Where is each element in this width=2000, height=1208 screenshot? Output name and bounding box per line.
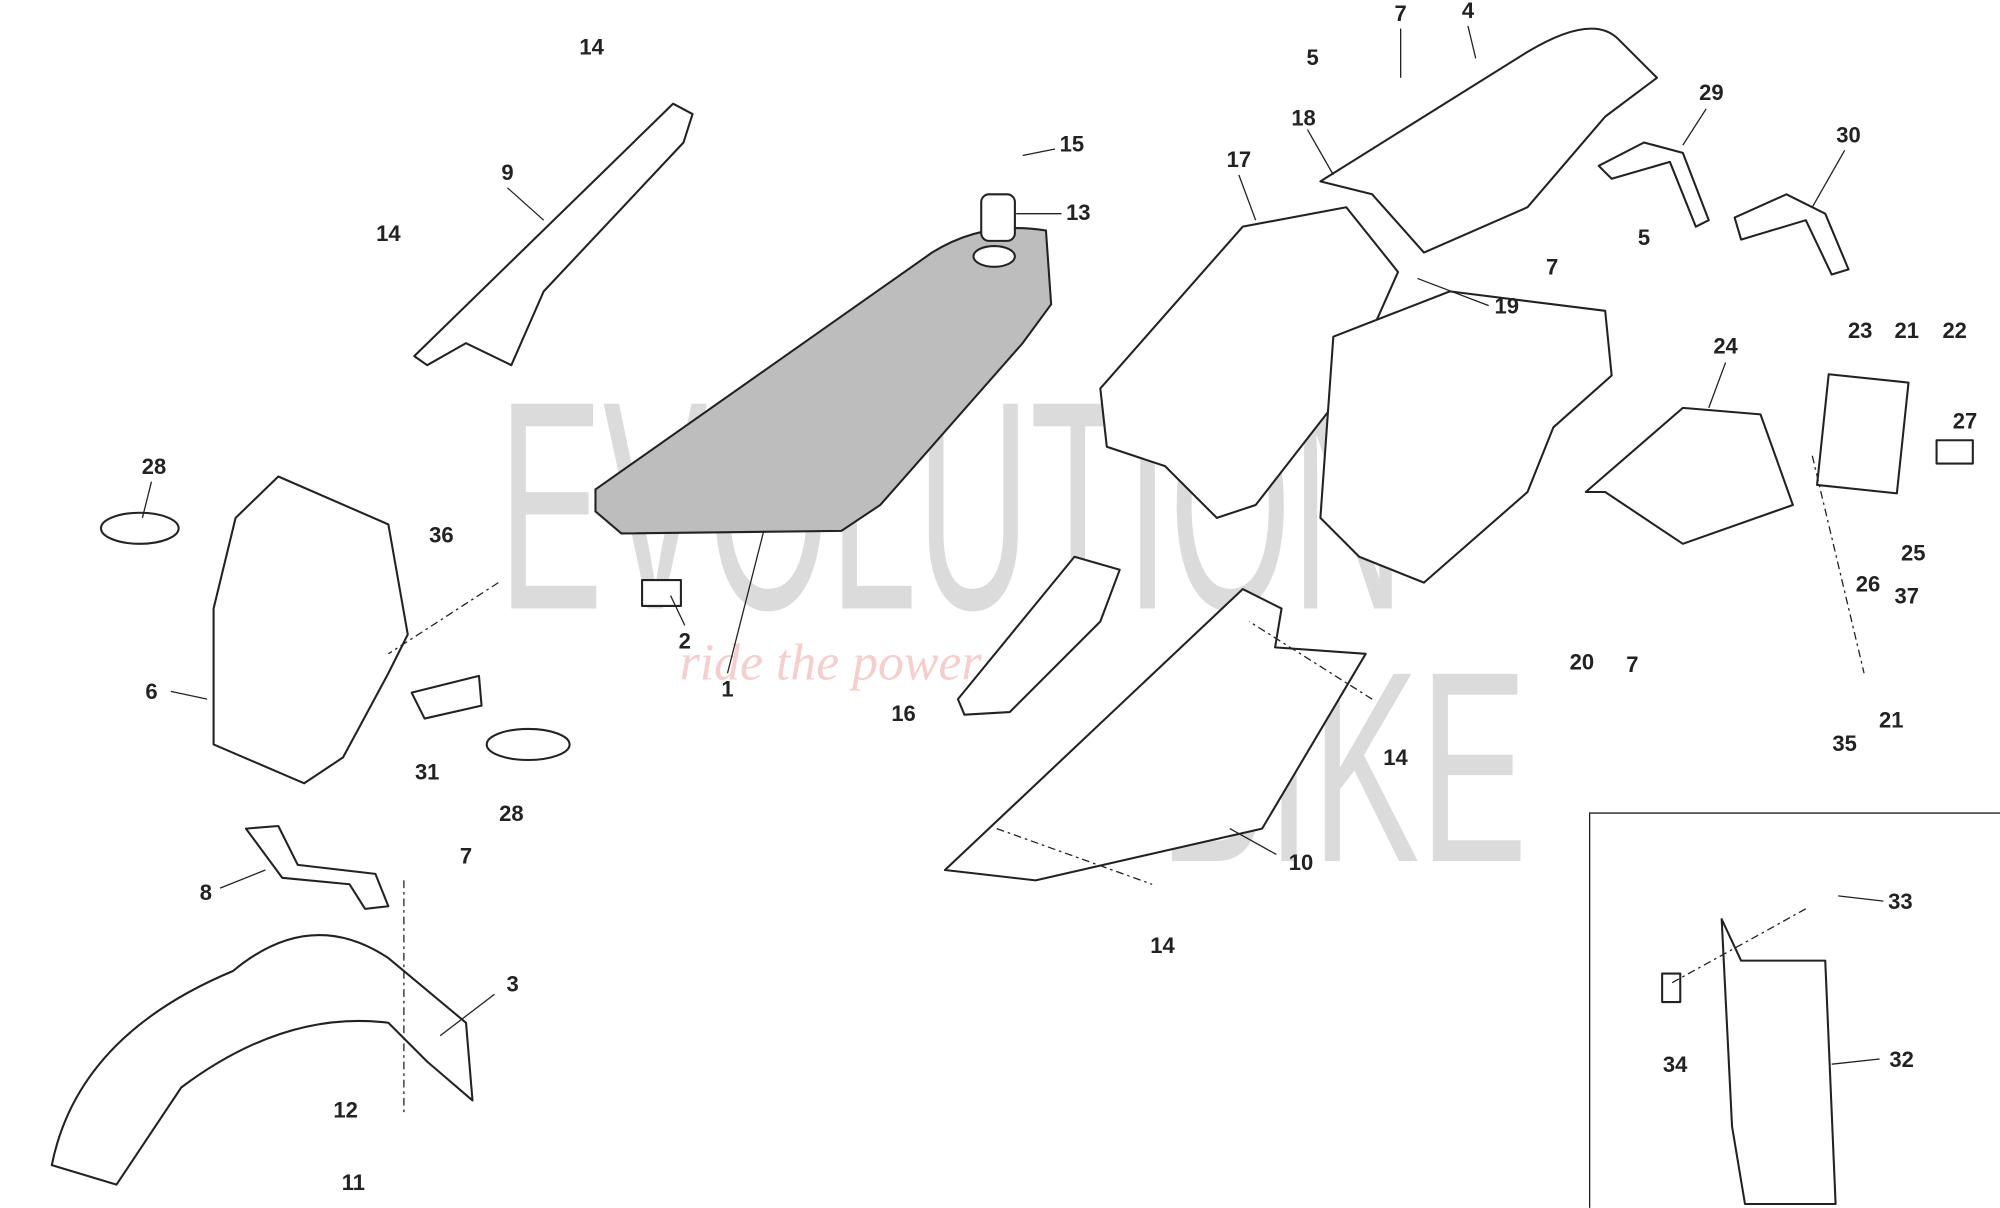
part-13-lock [980,193,1016,242]
callout: 15 [1060,132,1084,157]
callout: 37 [1895,583,1919,608]
part-2-pad [641,579,682,607]
callout: 10 [1289,850,1313,875]
inset-frame [1588,812,2000,1208]
callout: 5 [1638,225,1650,250]
part-8-bracket [244,824,390,910]
callout: 6 [145,679,157,704]
callout: 8 [200,880,212,905]
callout: 24 [1713,334,1738,359]
callout-labels: 14 9 14 15 13 7 4 5 18 17 29 30 7 5 19 2… [142,0,1977,1195]
callout: 13 [1066,200,1090,225]
callout: 18 [1291,106,1315,131]
callout: 32 [1889,1047,1913,1072]
callout: 5 [1306,45,1318,70]
callout: 29 [1699,80,1723,105]
callout: 25 [1901,541,1925,566]
callout: 27 [1953,409,1977,434]
callout: 14 [1383,745,1408,770]
part-30-bracket [1733,193,1850,276]
callout: 19 [1495,293,1519,318]
part-24-plate-holder [1584,406,1794,545]
callout: 1 [721,677,733,702]
leader-lines [141,25,1884,1114]
part-32-mudflap [1720,918,1837,1206]
part-16-cover [956,555,1121,716]
callout: 3 [506,972,518,997]
callout: 28 [142,454,166,479]
callout: 20 [1570,649,1594,674]
callout: 31 [415,759,439,784]
callout: 33 [1888,889,1912,914]
callout: 14 [376,221,401,246]
callout: 7 [1546,255,1558,280]
callout: 26 [1856,572,1880,597]
callout: 23 [1848,318,1872,343]
callout: 28 [499,801,523,826]
part-34-clip [1661,972,1682,1004]
callout: 12 [333,1097,357,1122]
callout: 14 [579,34,604,59]
callout: 9 [501,160,513,185]
callout: 11 [342,1170,365,1195]
callout: 17 [1227,147,1251,172]
part-9-chain-guard [413,102,694,367]
callout: 22 [1942,318,1966,343]
callout: 7 [1395,1,1407,26]
callout: 30 [1836,123,1860,148]
callout: 21 [1895,318,1919,343]
callout: 4 [1462,0,1475,23]
fuel-cap [972,245,1016,268]
part-4-tail [1319,27,1658,254]
callout: 16 [891,701,915,726]
subframe [1319,290,1613,584]
part-3-front-fender [50,934,474,1186]
part-23-plate-bracket [1816,373,1910,495]
part-27-reflector [1935,439,1974,465]
callout: 14 [1150,933,1175,958]
callout: 21 [1879,708,1903,733]
callout: 7 [460,844,472,869]
part-28-clamp-2 [485,727,571,762]
callout: 7 [1626,652,1638,677]
part-17-rear-fender [1099,206,1400,519]
part-28-clamp [99,511,180,545]
parts [50,27,1974,1206]
callout: 2 [679,629,691,654]
part-6-headlight-mask [212,475,409,785]
callout: 35 [1832,731,1856,756]
part-31-reflector [410,674,483,720]
callout: 36 [429,523,453,548]
part-10-side-panel [943,588,1367,882]
part-29-bracket [1597,141,1710,228]
callout: 34 [1663,1052,1688,1077]
